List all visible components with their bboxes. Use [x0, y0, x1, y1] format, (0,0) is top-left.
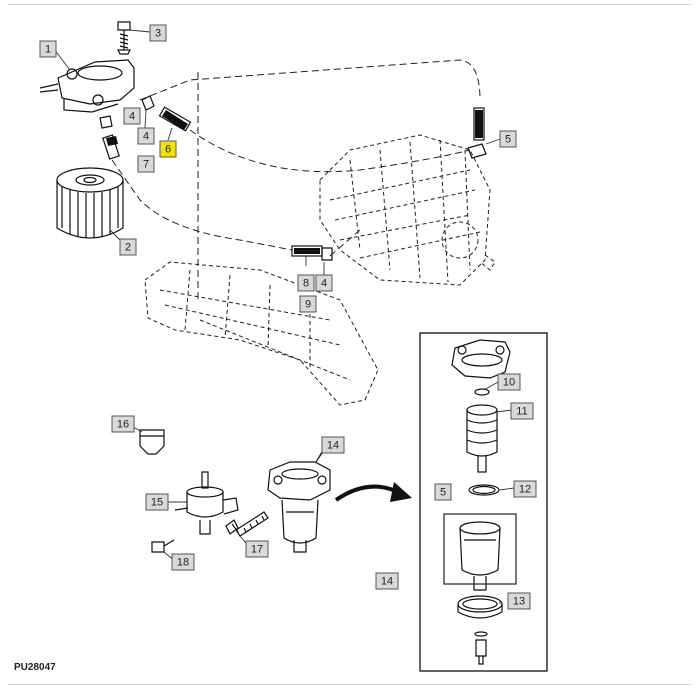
- sensor-part[interactable]: [174, 471, 239, 535]
- hose-clamp-part[interactable]: [321, 143, 487, 261]
- callout-label: 1: [45, 44, 51, 56]
- callout-4[interactable]: 4: [123, 107, 141, 125]
- callout-box: [111, 415, 135, 433]
- callout-box: [513, 480, 537, 498]
- hose-clamp-part[interactable]: [99, 95, 155, 129]
- callout-box: [297, 274, 315, 292]
- callout-box: [119, 238, 137, 256]
- callout-box: [507, 592, 531, 610]
- fuel-line-route: [111, 59, 481, 300]
- callout-2[interactable]: 2: [119, 238, 137, 256]
- filter-assembly-part[interactable]: [267, 451, 331, 553]
- callout-17[interactable]: 17: [245, 540, 269, 558]
- callout-box: [321, 436, 345, 454]
- callout-label: 2: [125, 242, 131, 254]
- callout-14[interactable]: 14: [375, 572, 399, 590]
- filter-element-part[interactable]: [466, 404, 498, 473]
- callout-box: [315, 274, 333, 292]
- callout-label: 4: [129, 111, 135, 123]
- retaining-ring-part[interactable]: [457, 595, 503, 619]
- callout-4[interactable]: 4: [315, 274, 333, 292]
- callout-8[interactable]: 8: [297, 274, 315, 292]
- bowl-group-box: [443, 513, 517, 585]
- callout-12[interactable]: 12: [513, 480, 537, 498]
- filter-bowl-part[interactable]: [459, 521, 501, 591]
- bolt-part[interactable]: [225, 511, 269, 537]
- callout-box: [299, 295, 317, 313]
- drain-plug-part[interactable]: [474, 631, 488, 665]
- callout-1[interactable]: 1: [39, 40, 57, 58]
- callout-label: 12: [519, 484, 531, 496]
- callout-label: 10: [503, 377, 515, 389]
- callout-box: [137, 155, 155, 173]
- callout-9[interactable]: 9: [299, 295, 317, 313]
- callout-box: [375, 572, 399, 590]
- callout-box: [510, 402, 534, 420]
- callout-label: 5: [440, 487, 446, 499]
- filter-assembly-inset: [419, 332, 548, 672]
- inset-filter-head-part[interactable]: [451, 339, 511, 379]
- callout-label: 17: [251, 544, 263, 556]
- filter-cartridge-part[interactable]: [56, 167, 124, 239]
- callout-15[interactable]: 15: [145, 493, 169, 511]
- leader-lines: [53, 29, 515, 604]
- callout-box: [434, 483, 452, 501]
- callout-box: [145, 493, 169, 511]
- arrow-to-inset: [334, 482, 412, 502]
- callout-5[interactable]: 5: [434, 483, 452, 501]
- callout-6[interactable]: 6: [159, 140, 177, 158]
- callout-label: 8: [303, 278, 309, 290]
- callout-label: 3: [155, 28, 161, 40]
- callout-box: [159, 140, 177, 158]
- callout-label: 16: [117, 419, 129, 431]
- callout-box: [39, 40, 57, 58]
- callout-4[interactable]: 4: [137, 127, 155, 145]
- engine-block-phantom: [144, 261, 379, 406]
- callout-label: 11: [516, 406, 527, 418]
- callout-10[interactable]: 10: [497, 373, 521, 391]
- callout-5[interactable]: 5: [499, 130, 517, 148]
- callout-label: 6: [165, 144, 171, 156]
- bolt-part[interactable]: [151, 539, 175, 553]
- callout-label: 14: [381, 576, 393, 588]
- callout-label: 9: [305, 299, 311, 311]
- callout-label: 13: [513, 596, 525, 608]
- bottom-rule: [8, 684, 692, 685]
- callout-box: [497, 373, 521, 391]
- callout-label: 18: [177, 557, 189, 569]
- figure-id: PU28047: [14, 662, 56, 673]
- injection-pump-phantom: [319, 134, 496, 286]
- callout-box: [499, 130, 517, 148]
- filter-head-part[interactable]: [39, 59, 135, 113]
- callout-7[interactable]: 7: [137, 155, 155, 173]
- callout-label: 15: [151, 497, 163, 509]
- callout-box: [123, 107, 141, 125]
- callout-box: [149, 24, 167, 42]
- callout-box: [137, 127, 155, 145]
- callout-label: 4: [321, 278, 327, 290]
- callout-16[interactable]: 16: [111, 415, 135, 433]
- callout-label: 4: [143, 131, 149, 143]
- callout-13[interactable]: 13: [507, 592, 531, 610]
- top-rule: [8, 4, 692, 5]
- bolt-part[interactable]: [117, 21, 131, 55]
- callout-3[interactable]: 3: [149, 24, 167, 42]
- callout-label: 5: [505, 134, 511, 146]
- callout-11[interactable]: 11: [510, 402, 534, 420]
- callout-14[interactable]: 14: [321, 436, 345, 454]
- cap-part[interactable]: [139, 429, 165, 455]
- seal-ring-part[interactable]: [468, 484, 500, 496]
- callout-box: [171, 553, 195, 571]
- callout-18[interactable]: 18: [171, 553, 195, 571]
- callout-label: 7: [143, 159, 149, 171]
- o-ring-part[interactable]: [474, 388, 490, 396]
- callout-box: [245, 540, 269, 558]
- fuel-hose-segment[interactable]: [102, 106, 485, 257]
- callout-label: 14: [327, 440, 339, 452]
